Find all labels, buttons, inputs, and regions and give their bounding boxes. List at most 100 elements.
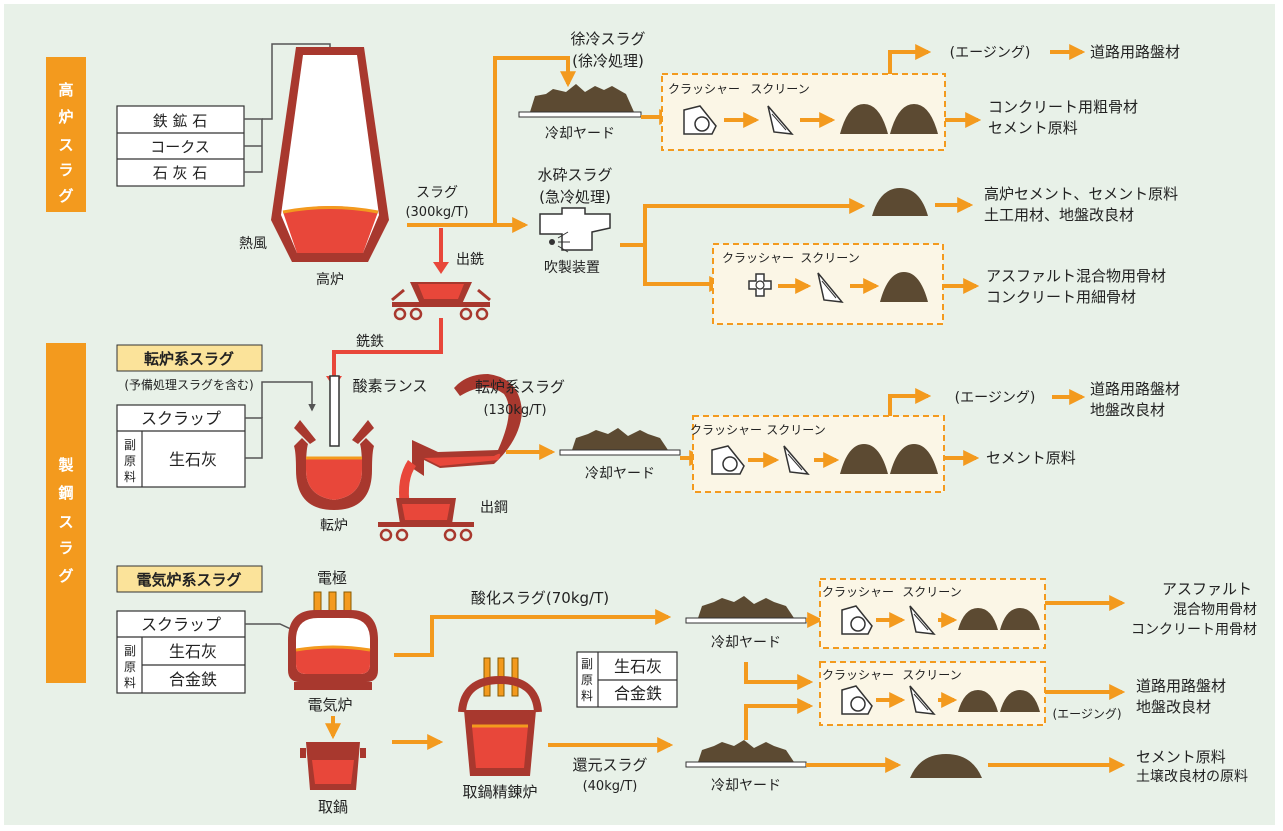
torpedo-car (391, 282, 491, 321)
converter-vessel (294, 420, 374, 510)
product-piles (840, 444, 938, 474)
slow-cool-sub: (徐冷処理) (572, 52, 644, 70)
output-cement-material: セメント原料 (1136, 748, 1226, 766)
output-soil-improvement: 土壌改良材の原料 (1136, 769, 1248, 785)
granulator-icon (539, 207, 611, 253)
sub-material-char: 料 (581, 689, 593, 703)
arrow (744, 662, 814, 690)
sub-material-char: 原 (124, 660, 136, 674)
output-earthwork: 土工用材、地盤改良材 (984, 206, 1134, 224)
screen-icon (909, 605, 936, 635)
slow-cool-yard-pile (518, 84, 642, 118)
slag-label: スラグ (416, 185, 458, 201)
output-fine-aggregate: コンクリート用細骨材 (986, 288, 1136, 306)
product-piles (840, 104, 938, 134)
screen-label: スクリーン (766, 423, 825, 437)
screen-icon (817, 272, 844, 303)
product-piles (958, 690, 1040, 712)
section-char: ラ (58, 539, 73, 557)
aging-label: (エージング) (950, 45, 1031, 61)
electric-furnace (288, 591, 378, 690)
aging-label: (エージング) (955, 390, 1036, 406)
blast-inputs-table: 鉄 鉱 石 コークス 石 灰 石 (116, 105, 245, 187)
crusher-label: クラッシャー (668, 82, 740, 96)
pig-iron-arrows (332, 228, 443, 378)
section-char: 高 (58, 81, 73, 99)
crusher-icon (841, 605, 873, 635)
output-ground-improvement: 地盤改良材 (1136, 698, 1211, 716)
section-char: 製 (57, 456, 73, 474)
section-steelmaking-slag: 製 鋼 ス ラ グ (46, 343, 86, 683)
slow-cool-title: 徐冷スラグ (570, 30, 645, 48)
cross-crusher-icon (748, 273, 772, 297)
output-ground-improvement: 地盤改良材 (1090, 401, 1165, 419)
input-coke: コークス (150, 138, 210, 156)
reducing-slag-amount: (40kg/T) (583, 779, 638, 794)
pig-iron-label: 銑鉄 (356, 333, 384, 350)
arrow (744, 698, 814, 740)
output-cement-material: セメント原料 (988, 119, 1078, 137)
water-slag-title: 水砕スラグ (537, 166, 612, 184)
eaf-yard-pile-1 (685, 596, 807, 624)
converter-yard-label: 冷却ヤード (585, 466, 655, 482)
converter-inputs-table (116, 404, 246, 488)
converter-slag-title: 転炉系スラグ (475, 378, 565, 396)
slow-cool-process-box (661, 73, 946, 151)
converter-lime: 生石灰 (169, 450, 217, 469)
output-asphalt: アスファルト混合物用骨材 (986, 267, 1166, 285)
section-char: ラ (58, 161, 73, 179)
crusher-label: クラッシャー (822, 585, 894, 599)
arrow (888, 44, 932, 74)
product-piles (958, 608, 1040, 630)
output-cement-material: セメント原料 (986, 449, 1076, 467)
input-limestone: 石 灰 石 (153, 164, 208, 182)
section-char: グ (58, 187, 73, 205)
water-slag-arrows (620, 198, 866, 292)
sub-material-char: 料 (124, 676, 136, 690)
converter-label: 転炉 (320, 518, 348, 534)
output-coarse-aggregate: コンクリート用粗骨材 (988, 98, 1138, 116)
aging-label: (エージング) (1052, 707, 1121, 721)
blast-furnace (271, 47, 389, 262)
output-concrete-aggregate: コンクリート用骨材 (1131, 622, 1257, 638)
screen-label: スクリーン (902, 585, 961, 599)
input-iron-ore: 鉄 鉱 石 (153, 112, 208, 130)
screen-label: スクリーン (750, 82, 809, 96)
crusher-label: クラッシャー (690, 423, 762, 437)
product-pile (872, 188, 928, 216)
output-mix-aggregate: 混合物用骨材 (1173, 602, 1257, 618)
converter-badge-label: 転炉系スラグ (144, 350, 234, 368)
section-char: 鋼 (57, 484, 73, 502)
slag-amount: (300kg/T) (405, 205, 468, 220)
oxygen-lance (329, 375, 340, 447)
hot-air-label: 熱風 (239, 236, 267, 252)
reducing-slag-label: 還元スラグ (572, 756, 647, 774)
crusher-label: クラッシャー (822, 668, 894, 682)
converter-slag-amount: (130kg/T) (483, 403, 546, 418)
eaf-scrap: スクラップ (141, 615, 221, 634)
screen-label: スクリーン (800, 251, 859, 265)
screen-icon (767, 105, 794, 135)
section-char: ス (58, 513, 73, 531)
granulator-label: 吹製装置 (544, 260, 600, 276)
oxygen-lance-label: 酸素ランス (353, 377, 428, 395)
tapping-label: 出銑 (456, 251, 484, 268)
output-asphalt: アスファルト (1162, 580, 1252, 598)
eaf-alloy: 合金鉄 (169, 670, 217, 689)
output-road-base: 道路用路盤材 (1090, 380, 1180, 398)
converter-scrap: スクラップ (141, 409, 221, 428)
electrode-label: 電極 (317, 569, 347, 587)
ladle-refining-furnace (458, 657, 542, 776)
converter-feed-line (245, 417, 263, 459)
tilted-converter (399, 374, 522, 506)
sub-material-char: 副 (124, 644, 136, 658)
slow-cool-yard-label: 冷却ヤード (545, 126, 615, 142)
crusher-icon (841, 685, 873, 715)
output-bf-cement: 高炉セメント、セメント原料 (984, 185, 1178, 203)
converter-badge (116, 344, 263, 372)
screen-icon (783, 445, 810, 475)
output-road-base: 道路用路盤材 (1136, 677, 1226, 695)
output-road-base: 道路用路盤材 (1090, 43, 1180, 61)
section-char: ス (58, 136, 73, 154)
